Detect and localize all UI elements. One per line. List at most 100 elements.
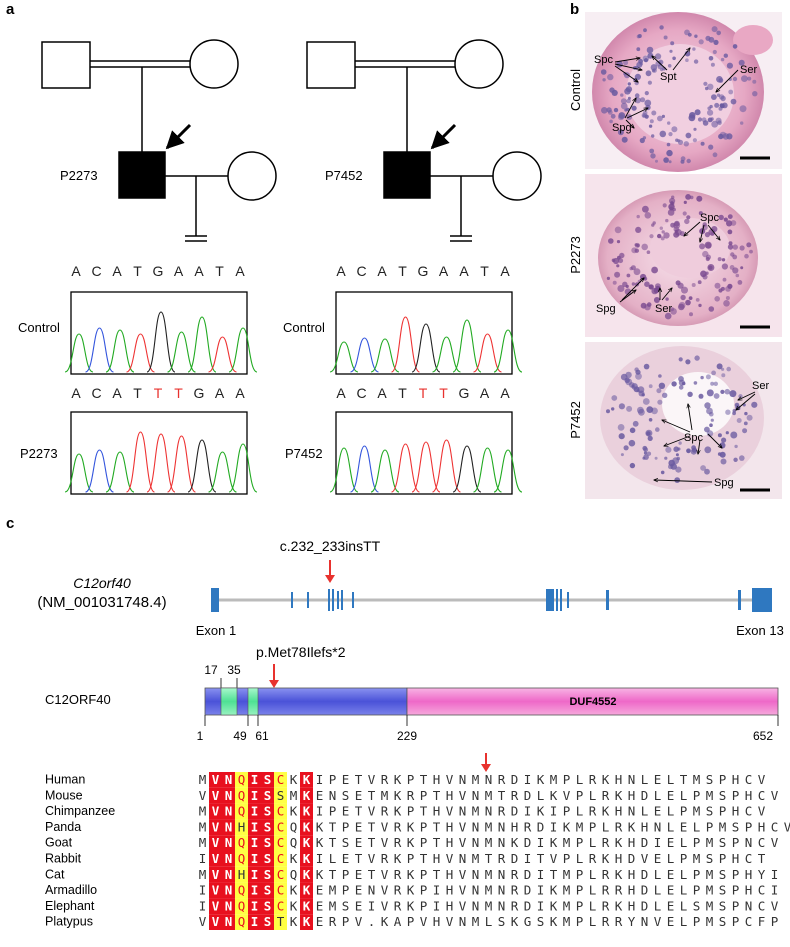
residue: H — [745, 788, 753, 803]
nucleus — [705, 256, 710, 262]
nucleus — [641, 243, 648, 251]
residue: R — [511, 883, 519, 898]
residue: M — [290, 788, 298, 803]
chromatogram-peak — [432, 336, 461, 373]
residue: H — [446, 898, 454, 913]
nucleus — [680, 159, 685, 164]
residue: V — [368, 851, 376, 866]
nucleus — [667, 121, 671, 125]
nucleus — [682, 211, 687, 216]
residue: K — [511, 914, 519, 929]
residue: V — [641, 851, 649, 866]
nucleus — [743, 421, 748, 426]
residue-bg — [248, 882, 261, 899]
nucleus — [714, 296, 720, 302]
nucleus — [628, 439, 636, 447]
residue: N — [472, 835, 480, 850]
nucleus — [649, 119, 654, 124]
residue: H — [433, 772, 441, 787]
residue: K — [615, 788, 623, 803]
residue: P — [745, 819, 753, 834]
residue: K — [537, 772, 545, 787]
nucleus — [735, 273, 740, 278]
nucleus — [739, 245, 745, 251]
domain-label: DUF4552 — [569, 696, 616, 708]
residue: Q — [290, 835, 298, 850]
residue: L — [589, 835, 597, 850]
residue: S — [719, 914, 727, 929]
nucleus — [726, 62, 734, 69]
residue: T — [277, 914, 285, 929]
nucleus — [698, 303, 702, 308]
nucleus — [720, 389, 725, 394]
gene-mutation-label: c.232_233insTT — [280, 538, 381, 554]
nucleus — [643, 28, 647, 33]
nucleus — [693, 127, 697, 131]
residue: H — [641, 819, 649, 834]
residue: S — [719, 898, 727, 913]
nucleus — [620, 373, 628, 381]
nucleus — [718, 133, 724, 140]
residue: N — [485, 772, 493, 787]
residue: V — [446, 851, 454, 866]
residue: V — [212, 804, 220, 819]
residue: P — [693, 835, 701, 850]
residue: V — [212, 772, 220, 787]
nucleus — [617, 285, 625, 292]
nucleus — [644, 212, 652, 219]
residue: I — [251, 898, 259, 913]
residue-bg — [235, 835, 248, 851]
residue: V — [381, 898, 389, 913]
residue-bg — [235, 898, 248, 915]
nucleus — [681, 381, 686, 386]
exon — [211, 588, 219, 612]
nucleus — [664, 456, 668, 460]
nucleus — [649, 148, 655, 154]
residue: S — [264, 883, 272, 898]
nucleus — [646, 46, 654, 54]
residue: D — [511, 851, 519, 866]
nucleus — [666, 142, 671, 147]
nucleus — [685, 58, 689, 62]
nucleus — [732, 244, 738, 250]
residue: H — [615, 851, 623, 866]
residue: P — [771, 914, 779, 929]
residue: E — [342, 851, 350, 866]
residue: E — [355, 898, 363, 913]
residue-bg — [248, 866, 261, 883]
residue: S — [264, 819, 272, 834]
nucleus — [742, 428, 748, 434]
residue: E — [342, 804, 350, 819]
nucleus — [610, 113, 616, 119]
nucleus — [616, 240, 621, 244]
chromatogram-peak — [187, 316, 217, 373]
tick-35: 35 — [227, 663, 241, 677]
residue: V — [771, 898, 779, 913]
residue: Q — [238, 804, 246, 819]
nucleus — [668, 160, 672, 164]
nucleus — [734, 444, 738, 449]
residue-bg — [209, 835, 222, 851]
nucleus — [689, 312, 693, 317]
residue: I — [316, 772, 324, 787]
nucleus — [668, 132, 673, 137]
exon — [560, 589, 562, 611]
residue: H — [732, 851, 740, 866]
nucleus — [611, 395, 618, 401]
residue: S — [719, 835, 727, 850]
residue-bg — [300, 772, 313, 788]
residue: M — [706, 898, 714, 913]
nucleus — [670, 308, 677, 315]
nucleus — [749, 249, 753, 254]
residue: K — [290, 851, 298, 866]
nucleus — [671, 195, 675, 199]
protein-mutation-label: p.Met78Ilefs*2 — [256, 644, 346, 660]
chromatogram-peak — [228, 443, 258, 493]
residue-bg — [274, 866, 287, 883]
residue: R — [589, 772, 597, 787]
residue: E — [355, 788, 363, 803]
residue: I — [199, 883, 207, 898]
residue: K — [303, 804, 311, 819]
nucleus — [676, 456, 680, 461]
